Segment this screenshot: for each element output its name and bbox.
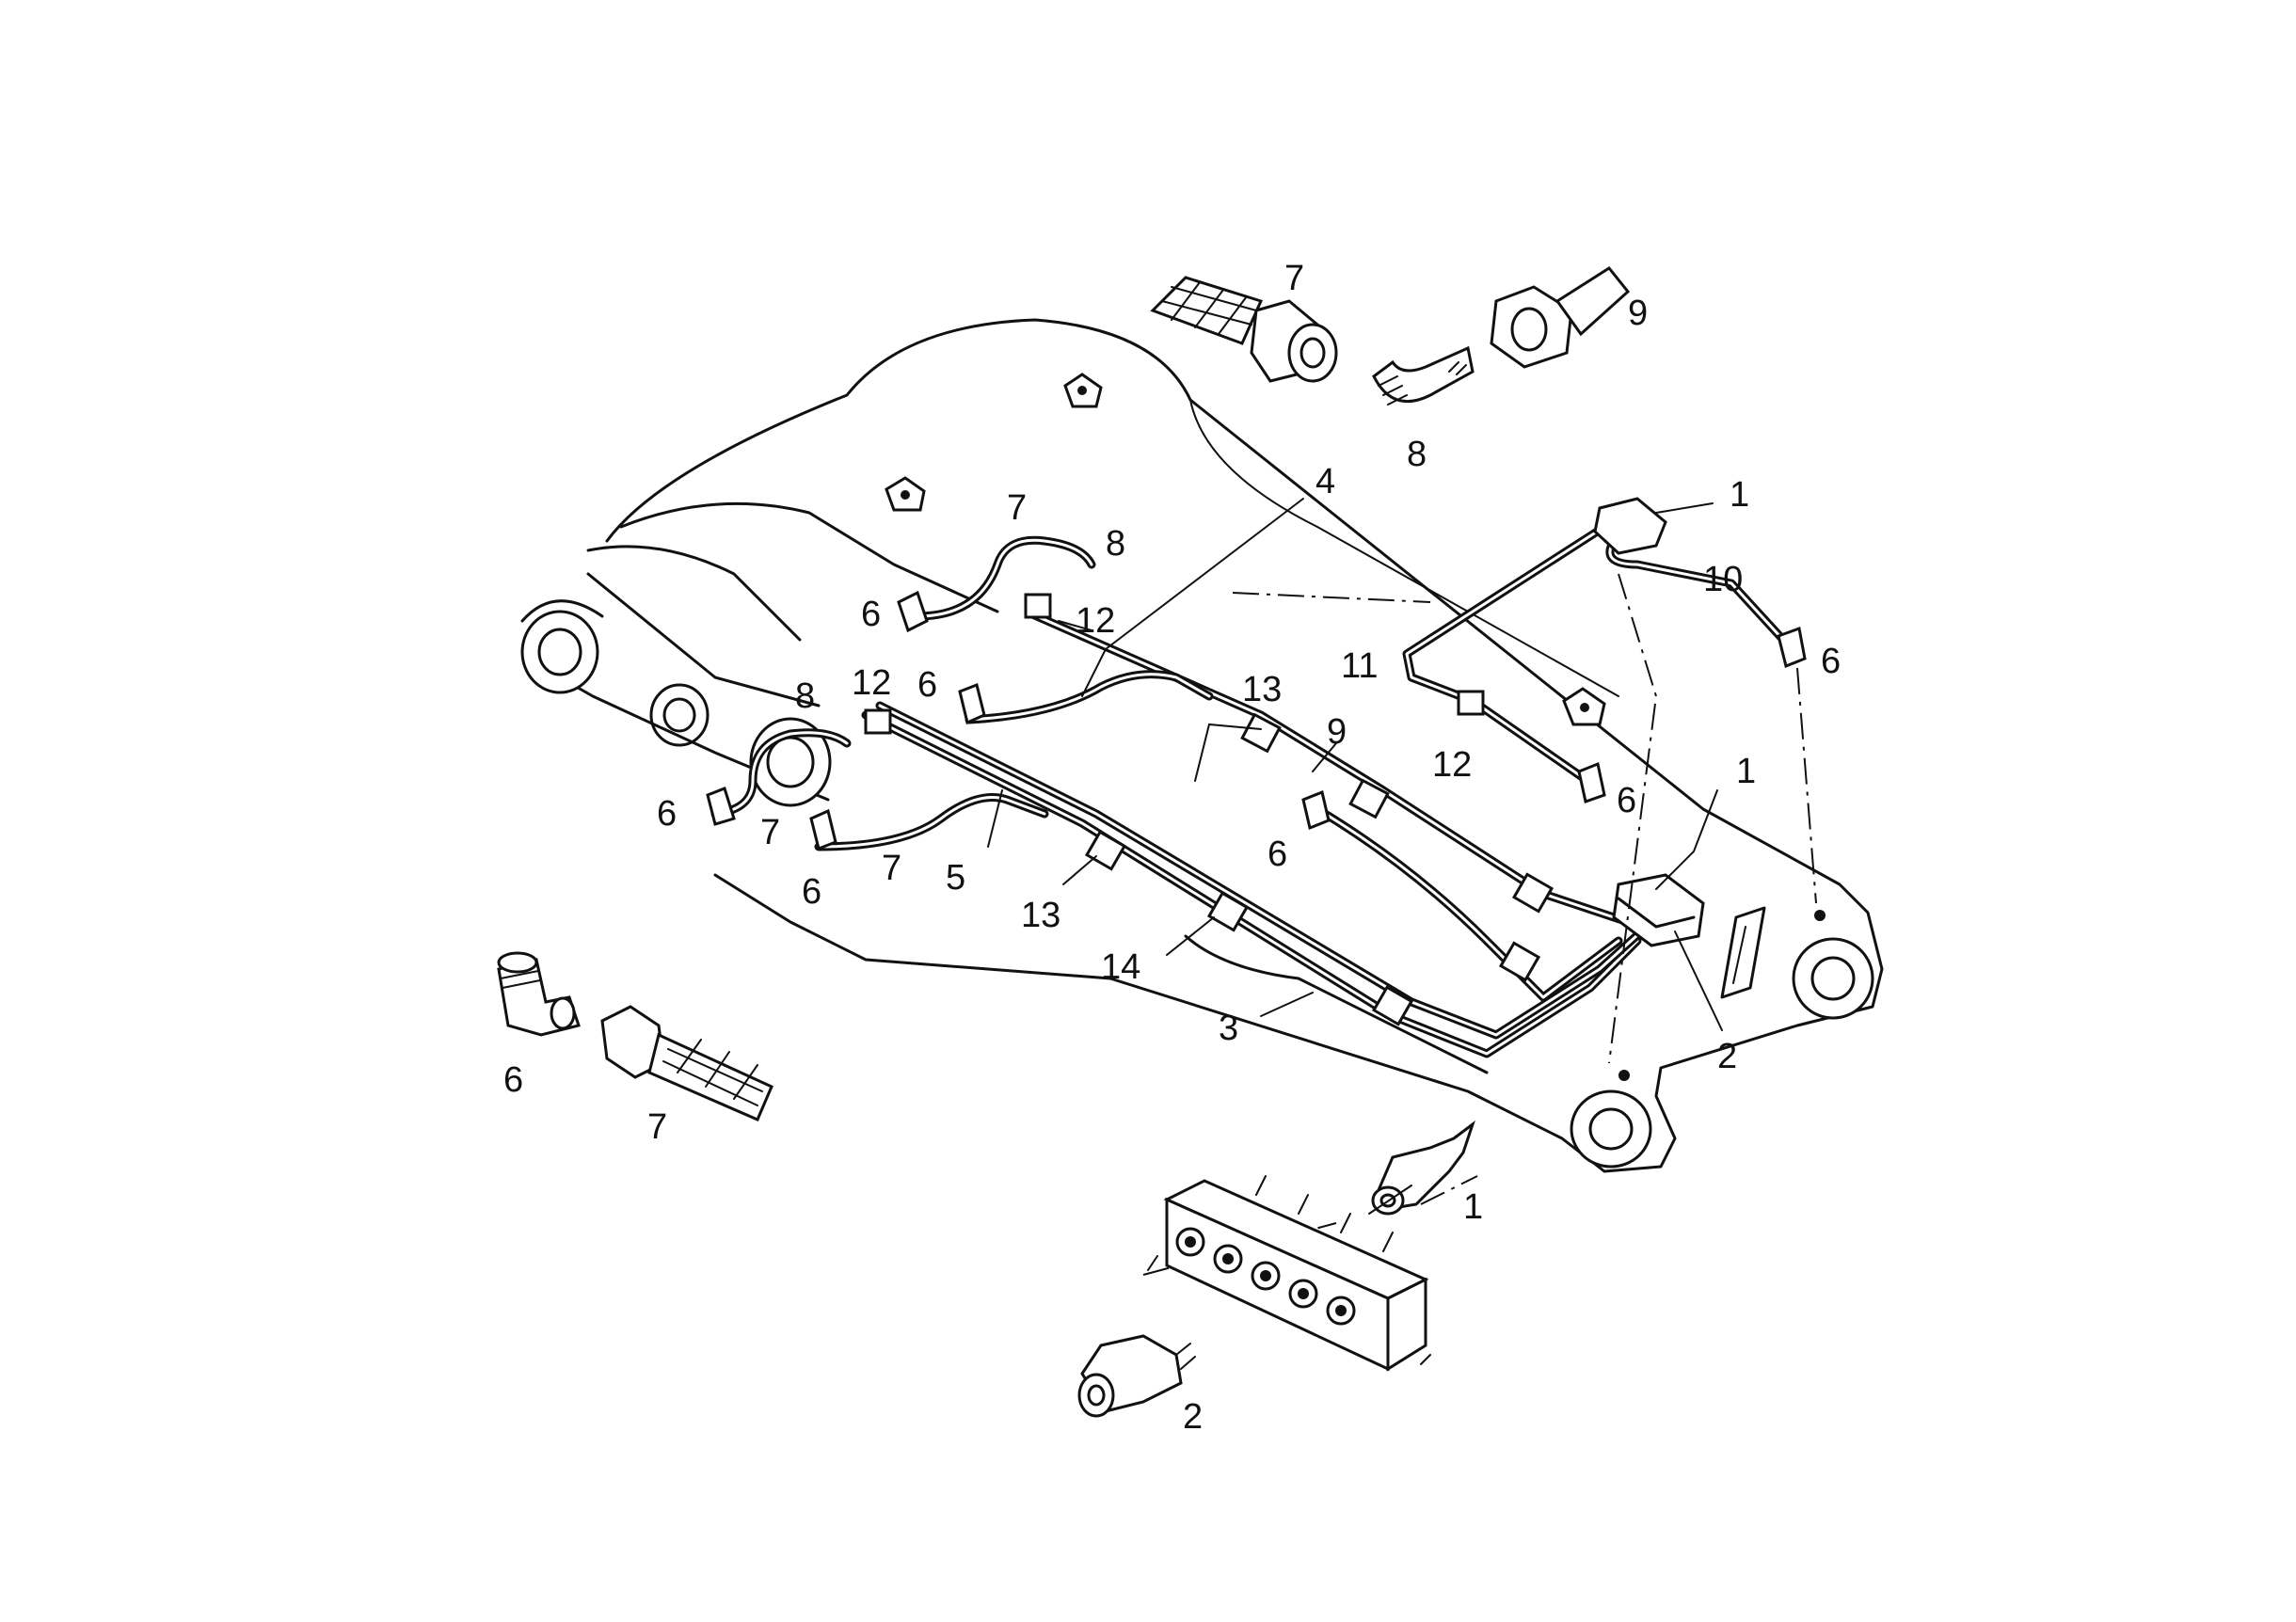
- callout-13-upper: 13: [1242, 670, 1282, 709]
- callout-6-exploded-left: 6: [503, 1060, 523, 1100]
- callout-14: 14: [1101, 947, 1140, 987]
- callout-3: 3: [1219, 1009, 1238, 1048]
- callout-9-pipe: 9: [1327, 712, 1347, 752]
- callout-1-exploded-block: 1: [1463, 1187, 1483, 1227]
- exploded-distribution-block: [1077, 1120, 1475, 1418]
- exploded-hose-assembly-top: [1150, 266, 1631, 406]
- callout-6-upper-hose: 6: [861, 595, 881, 634]
- callout-7-left: 7: [760, 813, 780, 852]
- callout-8-upper-hose: 8: [1106, 524, 1125, 564]
- callout-5: 5: [946, 858, 965, 898]
- callout-8-top: 8: [1407, 435, 1427, 474]
- callout-11: 11: [1341, 646, 1378, 686]
- boom-arm: [520, 318, 1884, 1173]
- callout-1-boom: 1: [1736, 752, 1756, 791]
- callout-6-right-hose: 6: [1617, 781, 1636, 820]
- callout-7-left-lower: 7: [882, 849, 901, 888]
- leader-lines: [987, 498, 1723, 1215]
- callout-7-top: 7: [1284, 259, 1304, 298]
- callout-7-exploded-left: 7: [647, 1107, 667, 1147]
- callout-1-top-right: 1: [1730, 475, 1749, 515]
- callout-4: 4: [1315, 462, 1335, 501]
- callout-12-upper: 12: [1076, 601, 1115, 641]
- pipe-clamps: [864, 593, 1555, 1026]
- callout-12-left: 12: [852, 663, 891, 703]
- callout-7-upper-hose: 7: [1007, 488, 1027, 528]
- callout-6-right: 6: [1821, 642, 1841, 681]
- grease-lines: [710, 522, 1788, 1058]
- elbow-fittings: [706, 497, 1807, 851]
- callout-6-lower-middle: 6: [1268, 835, 1287, 874]
- callout-2-boom: 2: [1717, 1037, 1737, 1076]
- callout-10: 10: [1703, 560, 1743, 599]
- distribution-block-mounted: [1612, 873, 1705, 947]
- callout-6-left: 6: [657, 794, 677, 834]
- callout-13-lower: 13: [1021, 896, 1060, 935]
- callout-8-left: 8: [795, 676, 815, 716]
- callout-6-middle: 6: [917, 665, 937, 705]
- callout-6-left-lower: 6: [802, 872, 821, 912]
- exploded-hose-assembly-left: [497, 951, 773, 1121]
- callout-2-exploded-block: 2: [1183, 1397, 1203, 1437]
- callout-12-right: 12: [1432, 745, 1472, 785]
- callout-labels: 7 9 8 1 10 6 4 7 8 6 12 11 13 9 12 6 1 1…: [503, 259, 1841, 1437]
- callout-9-top: 9: [1628, 294, 1648, 333]
